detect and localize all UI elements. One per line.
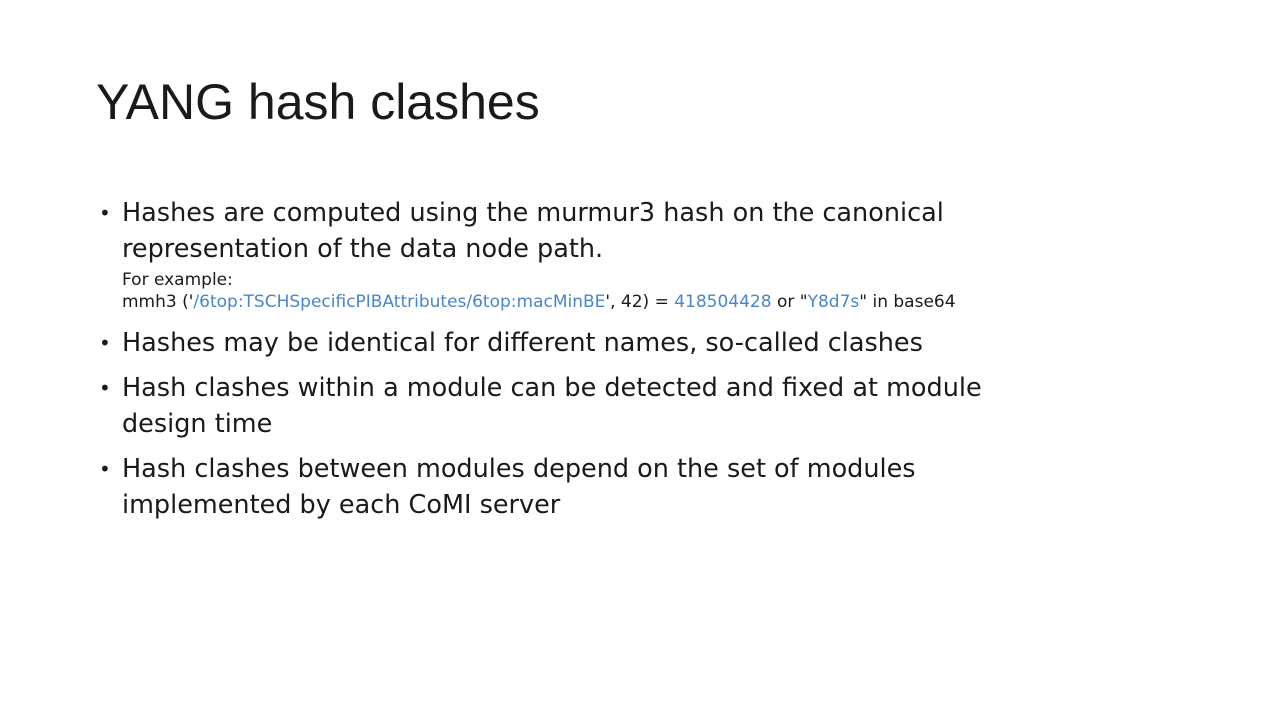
- bullet-item-hash-computation: • Hashes are computed using the murmur3 …: [96, 195, 1196, 313]
- example-base64-value: Y8d7s: [807, 292, 860, 312]
- example-label: For example:: [122, 270, 233, 290]
- bullet-dot-icon: •: [99, 376, 111, 400]
- bullet-list: • Hashes are computed using the murmur3 …: [96, 195, 1196, 532]
- example-middle: ', 42) =: [605, 292, 675, 312]
- example-path: /6top:TSCHSpecificPIBAttributes/6top:mac…: [193, 292, 606, 312]
- bullet-text-line1: Hash clashes within a module can be dete…: [122, 373, 982, 403]
- bullet-item-identical-hashes: • Hashes may be identical for different …: [96, 325, 1196, 361]
- bullet-text-line2: representation of the data node path.: [122, 234, 604, 264]
- example-block: For example: mmh3 ('/6top:TSCHSpecificPI…: [122, 269, 1196, 313]
- bullet-item-cross-module-clashes: • Hash clashes between modules depend on…: [96, 451, 1196, 523]
- slide-title: YANG hash clashes: [96, 74, 540, 130]
- bullet-text: Hashes may be identical for different na…: [122, 328, 923, 358]
- bullet-text-line1: Hashes are computed using the murmur3 ha…: [122, 198, 944, 228]
- bullet-dot-icon: •: [99, 457, 111, 481]
- bullet-text-line1: Hash clashes between modules depend on t…: [122, 454, 916, 484]
- example-prefix: mmh3 (': [122, 292, 194, 312]
- bullet-text-line2: design time: [122, 409, 273, 439]
- bullet-item-module-clashes: • Hash clashes within a module can be de…: [96, 370, 1196, 442]
- bullet-text-line2: implemented by each CoMI server: [122, 490, 561, 520]
- example-hash-value: 418504428: [674, 292, 772, 312]
- example-suffix: " in base64: [859, 292, 956, 312]
- bullet-dot-icon: •: [99, 201, 111, 225]
- example-or-text: or ": [771, 292, 808, 312]
- bullet-dot-icon: •: [99, 331, 111, 355]
